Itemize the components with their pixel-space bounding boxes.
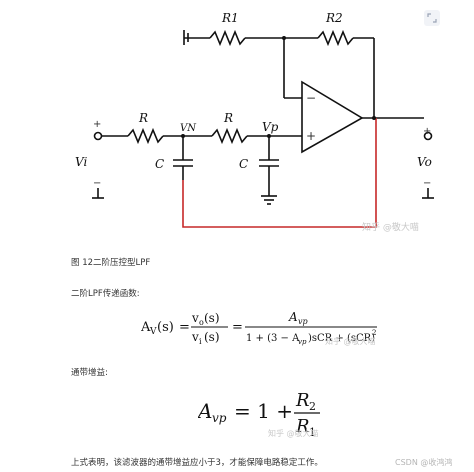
label-vo: Vo xyxy=(417,155,432,169)
label-c1: C xyxy=(155,157,164,171)
label-plus-in: + xyxy=(93,119,101,130)
svg-text:(s): (s) xyxy=(204,311,220,325)
svg-text:vp: vp xyxy=(298,317,308,326)
svg-text:=: = xyxy=(232,320,243,335)
label-vi: Vi xyxy=(75,155,87,169)
label-op-plus: + xyxy=(306,129,316,143)
svg-text:o: o xyxy=(199,318,204,327)
svg-text:1: 1 xyxy=(309,426,316,438)
svg-text:R: R xyxy=(295,416,310,437)
svg-text:=: = xyxy=(179,320,190,335)
feedback-wire xyxy=(182,118,377,228)
expand-icon[interactable] xyxy=(424,10,440,26)
label-minus-in: − xyxy=(93,178,101,189)
svg-text:(s): (s) xyxy=(157,320,174,335)
label-r1: R1 xyxy=(221,11,239,25)
svg-text:vp: vp xyxy=(212,411,227,425)
figure-caption: 图 12二阶压控型LPF xyxy=(71,258,151,268)
svg-text:A: A xyxy=(141,320,151,335)
svg-text:R: R xyxy=(295,390,310,411)
resistor-r-in xyxy=(127,127,164,145)
label-r-in: R xyxy=(138,111,148,125)
transfer-function-formula: A V (s) = v o (s) v i (s) = A vp 1 + (3 … xyxy=(141,310,377,346)
label-plus-out: + xyxy=(423,126,431,137)
label-minus-out: − xyxy=(423,178,431,189)
svg-text:vp: vp xyxy=(298,338,307,346)
label-vp: Vp xyxy=(262,120,279,134)
svg-text:v: v xyxy=(191,330,199,344)
circuit-diagram: R1 R2 R R VN Vp C C Vi Vo + − + − − + 知乎… xyxy=(75,11,434,233)
vi-terminal xyxy=(93,131,103,141)
label-r2: R2 xyxy=(325,11,343,25)
svg-text:v: v xyxy=(191,311,199,325)
tf-heading: 二阶LPF传递函数: xyxy=(71,289,140,299)
watermark-small-2: 知乎 @敬大喵 xyxy=(268,429,319,438)
passband-gain-formula: A vp = 1 + R 2 R 1 xyxy=(198,390,320,438)
csdn-watermark: CSDN @收鸿鸿 xyxy=(395,458,453,467)
svg-text:V: V xyxy=(149,327,157,337)
svg-text:A: A xyxy=(198,399,212,423)
resistor-r1 xyxy=(209,29,246,47)
label-c2: C xyxy=(239,157,248,171)
svg-text:= 1 +: = 1 + xyxy=(234,399,293,423)
conclusion-text: 上式表明，该滤波器的通带增益应小于3，才能保障电路稳定工作。 xyxy=(71,458,323,468)
svg-text:i: i xyxy=(199,337,202,346)
label-r-mid: R xyxy=(223,111,233,125)
zhihu-watermark: 知乎 @敬大喵 xyxy=(362,221,419,233)
gain-heading: 通带增益: xyxy=(71,368,108,378)
label-vn: VN xyxy=(180,123,197,134)
vo-terminal xyxy=(423,131,433,141)
svg-text:2: 2 xyxy=(309,400,316,413)
svg-text:)sCR + (sCR): )sCR + (sCR) xyxy=(308,333,375,344)
svg-text:A: A xyxy=(288,310,298,324)
svg-text:1 + (3 − A: 1 + (3 − A xyxy=(246,333,300,344)
watermark-small-1: 知乎 @敬大喵 xyxy=(325,337,376,346)
svg-text:(s): (s) xyxy=(204,330,220,344)
resistor-r2 xyxy=(317,29,354,47)
svg-text:2: 2 xyxy=(372,329,376,337)
label-op-minus: − xyxy=(306,91,316,105)
op-amp xyxy=(301,80,364,154)
resistor-r-mid xyxy=(211,127,248,145)
